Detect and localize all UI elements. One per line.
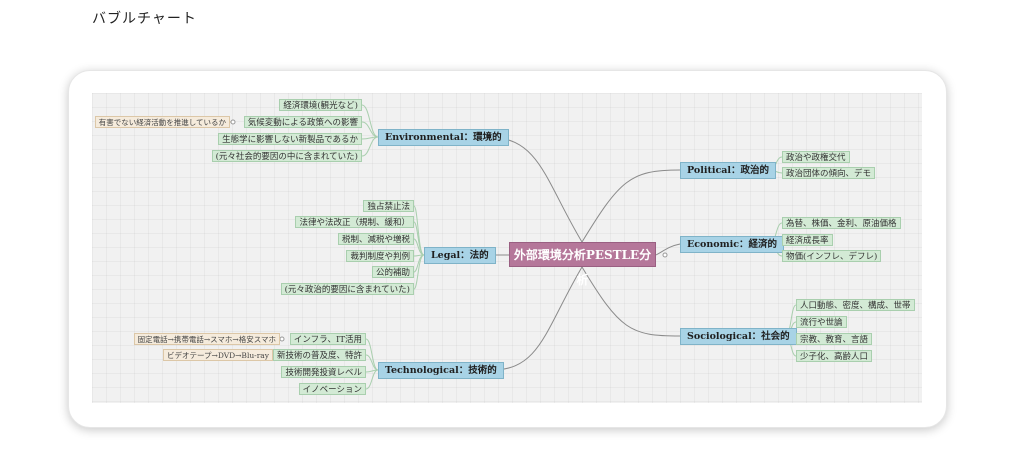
political-item[interactable]: 政治や政権交代: [782, 151, 850, 163]
technological-side-note[interactable]: 固定電話→携帯電話→スマホ→格安スマホ: [133, 333, 280, 345]
technological-item[interactable]: 新技術の普及度、特許: [272, 349, 366, 361]
economic-item[interactable]: 物価(インフレ、デフレ): [782, 250, 882, 262]
legal-item[interactable]: 公的補助: [371, 266, 414, 278]
environmental-item[interactable]: 気候変動による政策への影響: [243, 116, 362, 128]
technological-side-note[interactable]: ビデオテープ→DVD→Blu-ray: [163, 349, 273, 361]
technological-item[interactable]: インフラ、IT活用: [289, 333, 366, 345]
legal-item[interactable]: (元々政治的要因に含まれていた): [280, 283, 414, 295]
branch-environmental[interactable]: Environmental：環境的: [378, 129, 509, 146]
branch-sociological[interactable]: Sociological：社会的: [680, 328, 797, 345]
legal-item[interactable]: 独占禁止法: [363, 200, 414, 212]
environmental-item[interactable]: (元々社会的要因の中に含まれていた): [211, 150, 362, 162]
sociological-item[interactable]: 人口動態、密度、構成、世帯: [796, 299, 915, 311]
technological-item[interactable]: 技術開発投資レベル: [281, 366, 366, 378]
branch-technological[interactable]: Technological：技術的: [378, 362, 504, 379]
environmental-item[interactable]: 経済環境(観光など): [279, 99, 362, 111]
legal-item[interactable]: 法律や法改正（規制、緩和）: [295, 216, 414, 228]
economic-item[interactable]: 為替、株価、金利、原油価格: [782, 217, 901, 229]
environmental-item[interactable]: 生態学に影響しない新製品であるか: [218, 133, 362, 145]
branch-political[interactable]: Political：政治的: [680, 162, 776, 179]
legal-item[interactable]: 税制、減税や増税: [337, 233, 414, 245]
sociological-item[interactable]: 流行や世論: [796, 316, 847, 328]
branch-legal[interactable]: Legal：法的: [424, 247, 496, 264]
sociological-item[interactable]: 少子化、高齢人口: [796, 350, 873, 362]
technological-item[interactable]: イノベーション: [298, 383, 366, 395]
economic-item[interactable]: 経済成長率: [782, 234, 833, 246]
sociological-item[interactable]: 宗教、教育、言語: [796, 333, 873, 345]
legal-item[interactable]: 裁判制度や判例: [346, 250, 414, 262]
political-item[interactable]: 政治団体の傾向、デモ: [782, 167, 876, 179]
center-topic[interactable]: 外部環境分析PESTLE分析: [509, 242, 656, 287]
environmental-side-note[interactable]: 有害でない経済活動を推進しているか: [94, 116, 230, 128]
branch-economic[interactable]: Economic：経済的: [680, 236, 785, 253]
page-title: バブルチャート: [92, 11, 197, 27]
